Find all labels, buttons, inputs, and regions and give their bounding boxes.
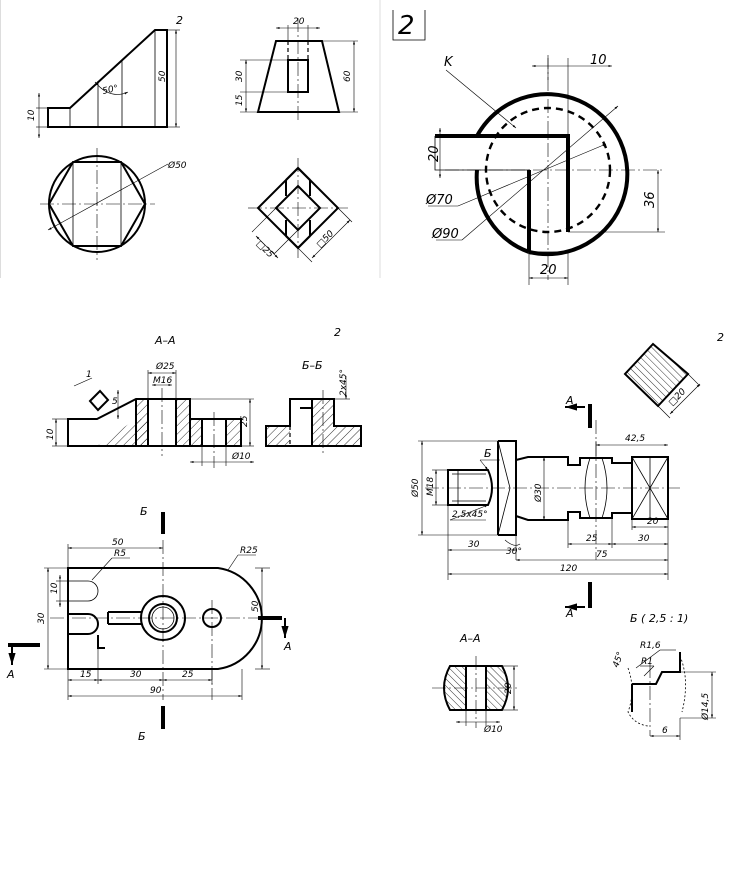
dim-30-angle: 30° bbox=[506, 547, 522, 557]
dim-20-bottom: 20 bbox=[540, 263, 557, 278]
section-aa-small: A–A 20 Ø10 bbox=[432, 632, 520, 735]
dim-sq-50: □50 bbox=[315, 229, 336, 250]
section-label-aa: A–A bbox=[154, 334, 176, 347]
dim-20-sec: 20 bbox=[504, 682, 514, 694]
dim-15: 15 bbox=[235, 94, 245, 106]
circle-part-view: 10 K 20 36 20 Ø70 Ø90 bbox=[425, 53, 665, 285]
dim-10: 10 bbox=[590, 53, 607, 68]
dim-dia-10: Ø10 bbox=[231, 451, 251, 462]
dim-dia-70: Ø70 bbox=[425, 193, 453, 208]
label-b-detail: Б bbox=[484, 447, 492, 460]
dim-25-bottom: 25 bbox=[182, 670, 194, 680]
dim-r5: R5 bbox=[114, 549, 126, 559]
cut-mark-a-bottom: A bbox=[565, 607, 574, 620]
square-section: □20 bbox=[623, 342, 701, 419]
dim-dia-90: Ø90 bbox=[431, 227, 459, 242]
dim-6: 6 bbox=[662, 726, 668, 736]
dim-50-right: 50 bbox=[251, 600, 261, 612]
dim-60: 60 bbox=[343, 70, 353, 82]
shaft-view: 42,5 Ø50 M18 Б 2,5х45° Ø30 20 30 bbox=[410, 420, 680, 580]
side-view-trapezoid: 20 30 15 60 bbox=[235, 17, 358, 122]
plan-view: Б Б A A 50 bbox=[6, 505, 292, 743]
dim-angle-50: 50° bbox=[102, 84, 120, 97]
dim-30-b: 30 bbox=[638, 534, 650, 544]
detail-b: Б ( 2,5 : 1) R1,6 R1 45° Ø14,5 6 bbox=[611, 612, 716, 740]
dim-20-left: 20 bbox=[427, 145, 442, 162]
dim-120: 120 bbox=[560, 564, 577, 574]
detail-b-label: Б ( 2,5 : 1) bbox=[630, 612, 688, 625]
dim-1: 1 bbox=[86, 370, 92, 380]
cut-mark-b-bottom: Б bbox=[138, 730, 146, 743]
dim-20-right: 20 bbox=[647, 517, 659, 527]
panel-bottom-left: 2 A–A Б–Б Ø25 M16 1 5 bbox=[6, 326, 362, 743]
dim-30-a: 30 bbox=[468, 540, 480, 550]
dim-30-left: 30 bbox=[37, 612, 47, 624]
dim-sq-25: □25 bbox=[254, 239, 275, 260]
dim-dia-50: Ø50 bbox=[410, 478, 421, 498]
section-label-aa: A–A bbox=[459, 632, 481, 645]
dim-chamfer-2x45: 2х45° bbox=[339, 369, 349, 396]
top-view-circle-hex: Ø50 bbox=[40, 148, 187, 260]
panel-top-left: 2 10 50 50° bbox=[0, 0, 381, 278]
dim-90: 90 bbox=[150, 686, 162, 696]
dim-dia-50: Ø50 bbox=[167, 160, 187, 171]
dim-36: 36 bbox=[643, 191, 658, 208]
dim-r25: R25 bbox=[240, 546, 258, 556]
dim-15: 15 bbox=[80, 670, 92, 680]
cut-mark-a-right: A bbox=[283, 640, 292, 653]
dim-r1-6: R1,6 bbox=[640, 641, 661, 651]
dim-angle-45: 45° bbox=[611, 651, 626, 669]
dim-dia-30: Ø30 bbox=[533, 483, 544, 503]
dim-42-5: 42,5 bbox=[625, 434, 645, 444]
front-view-wedge: 10 50 50° bbox=[27, 29, 180, 138]
dim-25: 25 bbox=[586, 534, 598, 544]
dim-10-slot: 10 bbox=[50, 582, 60, 594]
panel-bottom-right: 2 □20 A A bbox=[410, 331, 724, 740]
dim-30: 30 bbox=[235, 70, 245, 82]
dim-50: 50 bbox=[112, 538, 124, 548]
dim-m18: M18 bbox=[426, 477, 436, 496]
section-label-bb: Б–Б bbox=[302, 359, 323, 372]
dim-50: 50 bbox=[158, 70, 168, 82]
sheet-number: 2 bbox=[176, 14, 183, 27]
dim-30-bottom: 30 bbox=[130, 670, 142, 680]
sheet-number: 2 bbox=[398, 11, 415, 41]
dim-m16: M16 bbox=[153, 376, 172, 386]
diamond-view: □25 □50 bbox=[248, 158, 353, 263]
dim-10-left: 10 bbox=[46, 428, 56, 440]
leader-k: K bbox=[444, 55, 454, 70]
sheet-number: 2 bbox=[717, 331, 724, 344]
section-aa-view: Ø25 M16 1 5 10 25 Ø10 bbox=[46, 361, 254, 468]
dim-5: 5 bbox=[112, 397, 118, 407]
dim-dia-10-sec: Ø10 bbox=[483, 724, 503, 735]
panel-top-right: 2 10 K 20 bbox=[392, 0, 734, 300]
dim-25: 25 bbox=[240, 415, 250, 427]
dim-chamfer-2-5x45: 2,5х45° bbox=[452, 510, 488, 520]
dim-10: 10 bbox=[27, 109, 37, 121]
dim-dia-25: Ø25 bbox=[155, 361, 175, 372]
dim-dia-14-5: Ø14,5 bbox=[700, 693, 711, 721]
dim-r1: R1 bbox=[641, 657, 653, 667]
dim-75: 75 bbox=[596, 550, 608, 560]
section-bb-view: 2х45° bbox=[265, 369, 362, 454]
cut-mark-a-left: A bbox=[6, 668, 15, 681]
cut-mark-b-top: Б bbox=[140, 505, 148, 518]
dim-20: 20 bbox=[293, 17, 305, 27]
cut-mark-a-top: A bbox=[565, 394, 574, 407]
sheet-number: 2 bbox=[334, 326, 341, 339]
